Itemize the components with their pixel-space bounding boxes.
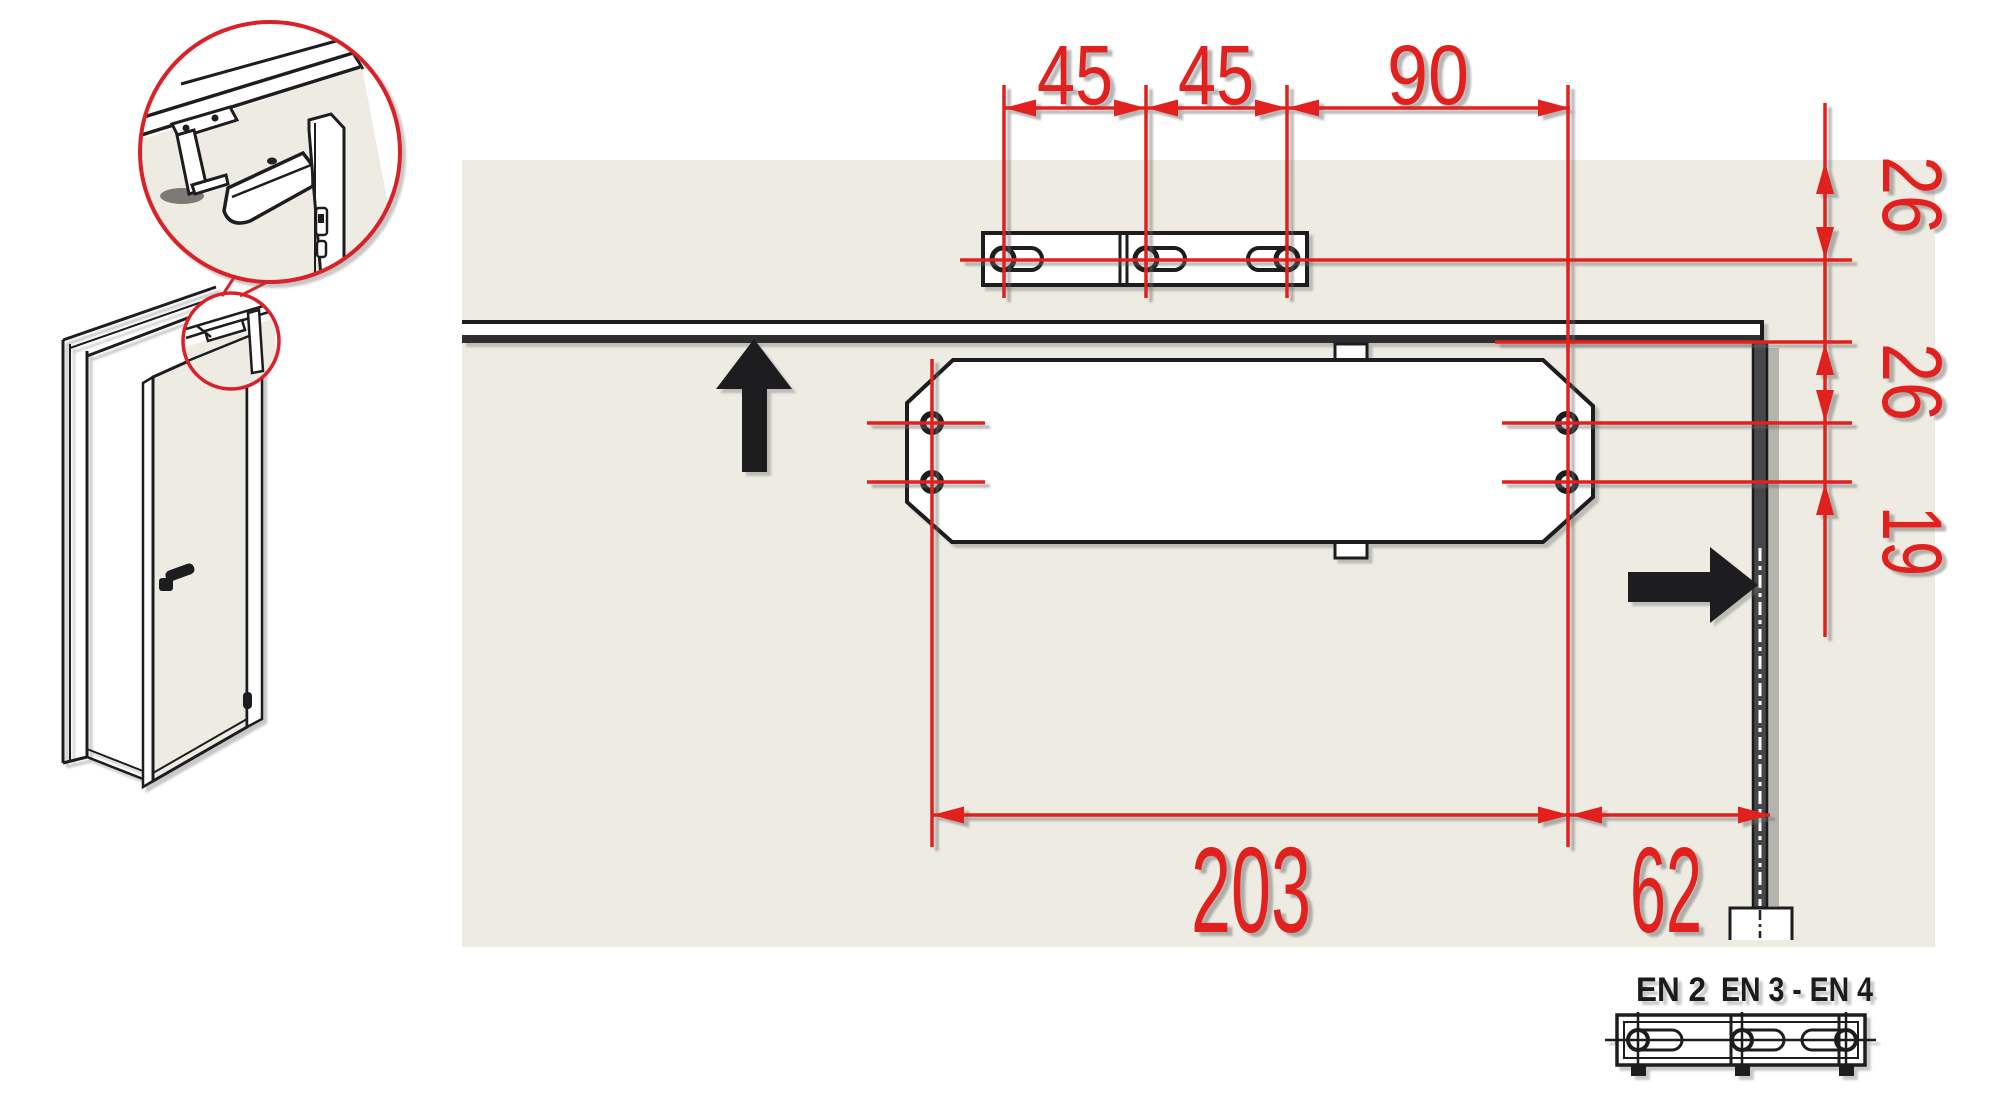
dim-arrow xyxy=(932,806,964,824)
door-edge-shadow xyxy=(1768,348,1779,906)
door-handle-rose xyxy=(159,578,173,591)
dim-arrow xyxy=(1004,99,1036,117)
slide-rail-band xyxy=(462,320,1764,343)
dim-label-90: 90 xyxy=(1387,28,1469,122)
door-handle-lever xyxy=(165,563,195,582)
dim-arrow xyxy=(1538,806,1570,824)
dim-arrow xyxy=(1287,99,1319,117)
dim-arrow xyxy=(1816,162,1834,194)
direction-arrows xyxy=(716,339,1758,623)
dim-arrow xyxy=(1538,99,1570,117)
detail-callout xyxy=(138,20,402,391)
rail-foot-1 xyxy=(1631,1065,1646,1076)
dim-label-45-right: 45 xyxy=(1178,28,1254,122)
closer-mounting-plate xyxy=(905,342,1595,560)
leaf-face xyxy=(151,332,249,784)
plate-tab-top xyxy=(1333,342,1369,362)
closer-body-outline xyxy=(905,358,1595,544)
rail-top-line xyxy=(462,320,1763,324)
leaf-bottom-inner-edge xyxy=(152,718,248,774)
door-latch xyxy=(243,692,252,709)
dim-arrow xyxy=(1114,99,1146,117)
dim-label-26-top: 26 xyxy=(1865,156,1959,234)
dim-arrow xyxy=(1738,806,1770,824)
right-arrow-icon xyxy=(1628,547,1758,623)
en-class-right-label: EN 3 - EN 4 xyxy=(1721,971,1873,1009)
dimension-layer: 45 45 90 26 26 19 203 62 xyxy=(867,28,1959,958)
detail-circle-large xyxy=(138,20,402,284)
rail-slot-3-hole xyxy=(1834,1028,1858,1052)
detail-circle-small xyxy=(181,291,281,391)
dim-arrow xyxy=(1816,483,1834,515)
en-class-left-label: EN 2 xyxy=(1636,971,1706,1009)
rail-gap-white-band xyxy=(462,324,1763,335)
leaf-hinge-strip xyxy=(245,327,264,730)
rail-end-cap xyxy=(1760,320,1764,343)
dim-arrow xyxy=(1570,806,1602,824)
rail-slot-2-hole xyxy=(1730,1028,1754,1052)
door-isometric-illustration xyxy=(61,285,264,790)
rail-slot-1-hole xyxy=(1626,1028,1650,1052)
dim-label-26-middle: 26 xyxy=(1865,343,1959,421)
rail-foot-2 xyxy=(1735,1065,1750,1076)
door-frame xyxy=(61,285,223,781)
dim-arrow xyxy=(1146,99,1178,117)
rail-foot-3 xyxy=(1839,1065,1854,1076)
closer-detail-sketch xyxy=(140,36,400,282)
dim-label-19: 19 xyxy=(1865,506,1959,576)
dim-arrow xyxy=(1816,343,1834,375)
dim-label-45-left: 45 xyxy=(1037,28,1113,122)
dim-arrow xyxy=(1816,390,1834,422)
dim-arrow xyxy=(1255,99,1287,117)
dim-label-62: 62 xyxy=(1630,822,1702,958)
magnifier-circle-icon xyxy=(138,20,402,284)
dim-label-203: 203 xyxy=(1191,822,1311,958)
en-class-rail-drawing: EN 2 EN 3 - EN 4 xyxy=(1605,971,1876,1076)
plate-tab-bottom xyxy=(1333,540,1369,560)
callout-connector-left xyxy=(220,275,237,297)
up-arrow-icon xyxy=(716,339,792,472)
door-leaf xyxy=(141,327,264,790)
door-top-edge-line xyxy=(462,335,1763,343)
dim-arrow xyxy=(1816,227,1834,259)
